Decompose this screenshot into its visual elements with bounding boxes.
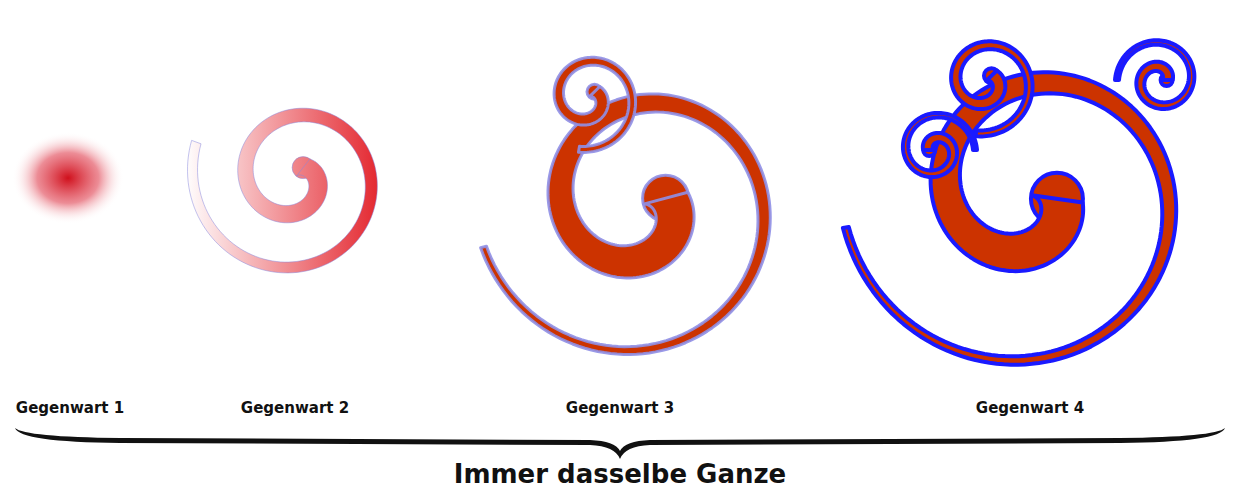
curly-brace: [15, 428, 1225, 459]
spiral-four: [843, 40, 1194, 364]
brace-label: Immer dasselbe Ganze: [454, 460, 786, 490]
spiral-band: [1115, 40, 1194, 109]
spiral-band: [843, 72, 1176, 364]
stage-label: Gegenwart 2: [241, 400, 349, 417]
spiral-band: [554, 57, 635, 152]
stage-label: Gegenwart 1: [16, 400, 124, 417]
spiral-band: [903, 113, 977, 177]
spiral-three: [481, 57, 771, 354]
stage-label: Gegenwart 3: [566, 400, 674, 417]
spiral-band: [188, 108, 378, 273]
blurred-seed: [12, 132, 124, 224]
spiral-two: [188, 108, 378, 273]
stage-label: Gegenwart 4: [976, 400, 1084, 417]
